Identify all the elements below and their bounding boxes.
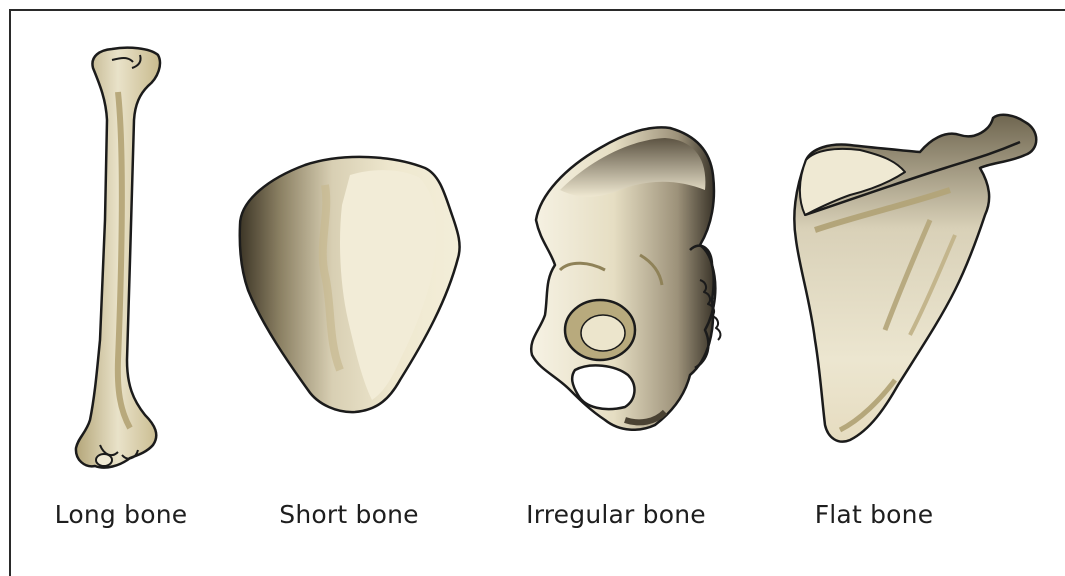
irregular-bone-label: Irregular bone: [526, 500, 706, 529]
short-bone-icon: [240, 157, 460, 412]
long-bone-icon: [76, 48, 160, 468]
irregular-bone-icon: [531, 127, 720, 429]
short-bone-label: Short bone: [279, 500, 418, 529]
long-bone-label: Long bone: [55, 500, 188, 529]
flat-bone-label: Flat bone: [815, 500, 934, 529]
flat-bone-icon: [794, 115, 1036, 442]
